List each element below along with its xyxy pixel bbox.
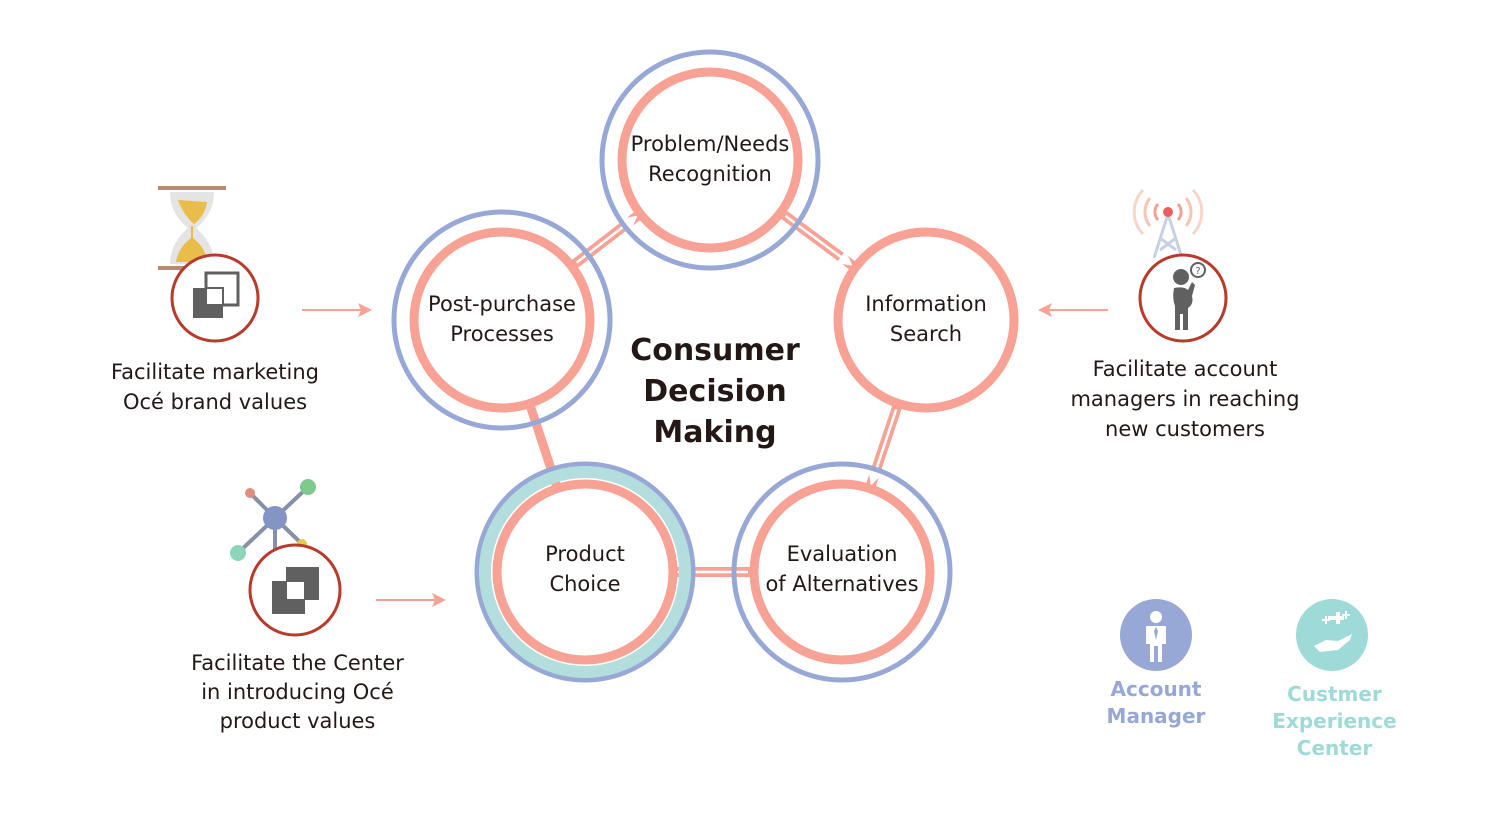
stage-product[interactable]: [474, 461, 696, 683]
businessman-icon: [1146, 611, 1166, 662]
facilitator-arrow-marketing: [302, 303, 372, 317]
facilitator-arrow-center: [376, 593, 446, 607]
flow-postpurchase-to-problem: [568, 209, 644, 271]
signal-tower-icon: [1132, 188, 1204, 259]
stage-fill: [622, 72, 798, 248]
thinking-person-icon: ?: [1173, 262, 1206, 330]
stage-problem[interactable]: [599, 49, 821, 271]
stage-fill: [754, 484, 930, 660]
marketing-badge: [170, 253, 260, 343]
stage-fill: [497, 484, 673, 660]
center-badge: [248, 543, 342, 637]
account-badge: ?: [1138, 253, 1228, 343]
stage-label-postpurchase[interactable]: Post-purchase Processes: [428, 292, 576, 346]
facilitator-label-center: Facilitate the Center in introducing Océ…: [191, 651, 404, 733]
stage-information[interactable]: [833, 227, 1019, 413]
overlapping-squares-icon: [193, 271, 240, 318]
network-nodes-icon: [230, 479, 316, 561]
stage-label-information[interactable]: Information Search: [865, 292, 987, 346]
stage-ring-pink: [749, 479, 935, 665]
facilitator-label-marketing: Facilitate marketing Océ brand values: [110, 360, 319, 414]
stage-label-evaluation[interactable]: Evaluation of Alternatives: [765, 542, 919, 596]
diagram-title: Consumer Decision Making: [630, 333, 800, 450]
facilitator-arrow-account: [1038, 303, 1108, 317]
stage-rings: [391, 49, 1019, 683]
legend-label-account-manager: Account Manager: [1106, 677, 1206, 728]
stage-label-product[interactable]: Product Choice: [545, 542, 625, 596]
stage-ring-blue: [599, 49, 821, 271]
stage-ring-teal: [479, 466, 691, 678]
stage-ring-pink: [492, 479, 678, 665]
flow-problem-to-information: [777, 208, 859, 272]
stage-fill: [838, 232, 1014, 408]
experience-center-legend-icon: [1296, 599, 1368, 671]
interlocking-squares-icon: [272, 567, 319, 614]
stage-postpurchase[interactable]: [391, 209, 613, 431]
stage-ring-pink: [617, 67, 803, 253]
account-manager-legend-icon: [1120, 599, 1192, 671]
hand-sparkle-icon: [1314, 611, 1352, 652]
stage-evaluation[interactable]: [731, 461, 953, 683]
legend-label-experience-center: Custmer Experience Center: [1272, 682, 1397, 760]
svg-text:?: ?: [1195, 266, 1200, 277]
stage-ring-pink: [409, 227, 595, 413]
stage-ring-blue: [731, 461, 953, 683]
facilitator-label-account: Facilitate account managers in reaching …: [1070, 357, 1300, 441]
stage-ring-blue: [474, 461, 696, 683]
stage-ring-pink: [833, 227, 1019, 413]
stage-ring-blue: [391, 209, 613, 431]
stage-label-problem[interactable]: Problem/Needs Recognition: [630, 132, 790, 186]
stage-fill: [414, 232, 590, 408]
connectors: [525, 208, 903, 580]
